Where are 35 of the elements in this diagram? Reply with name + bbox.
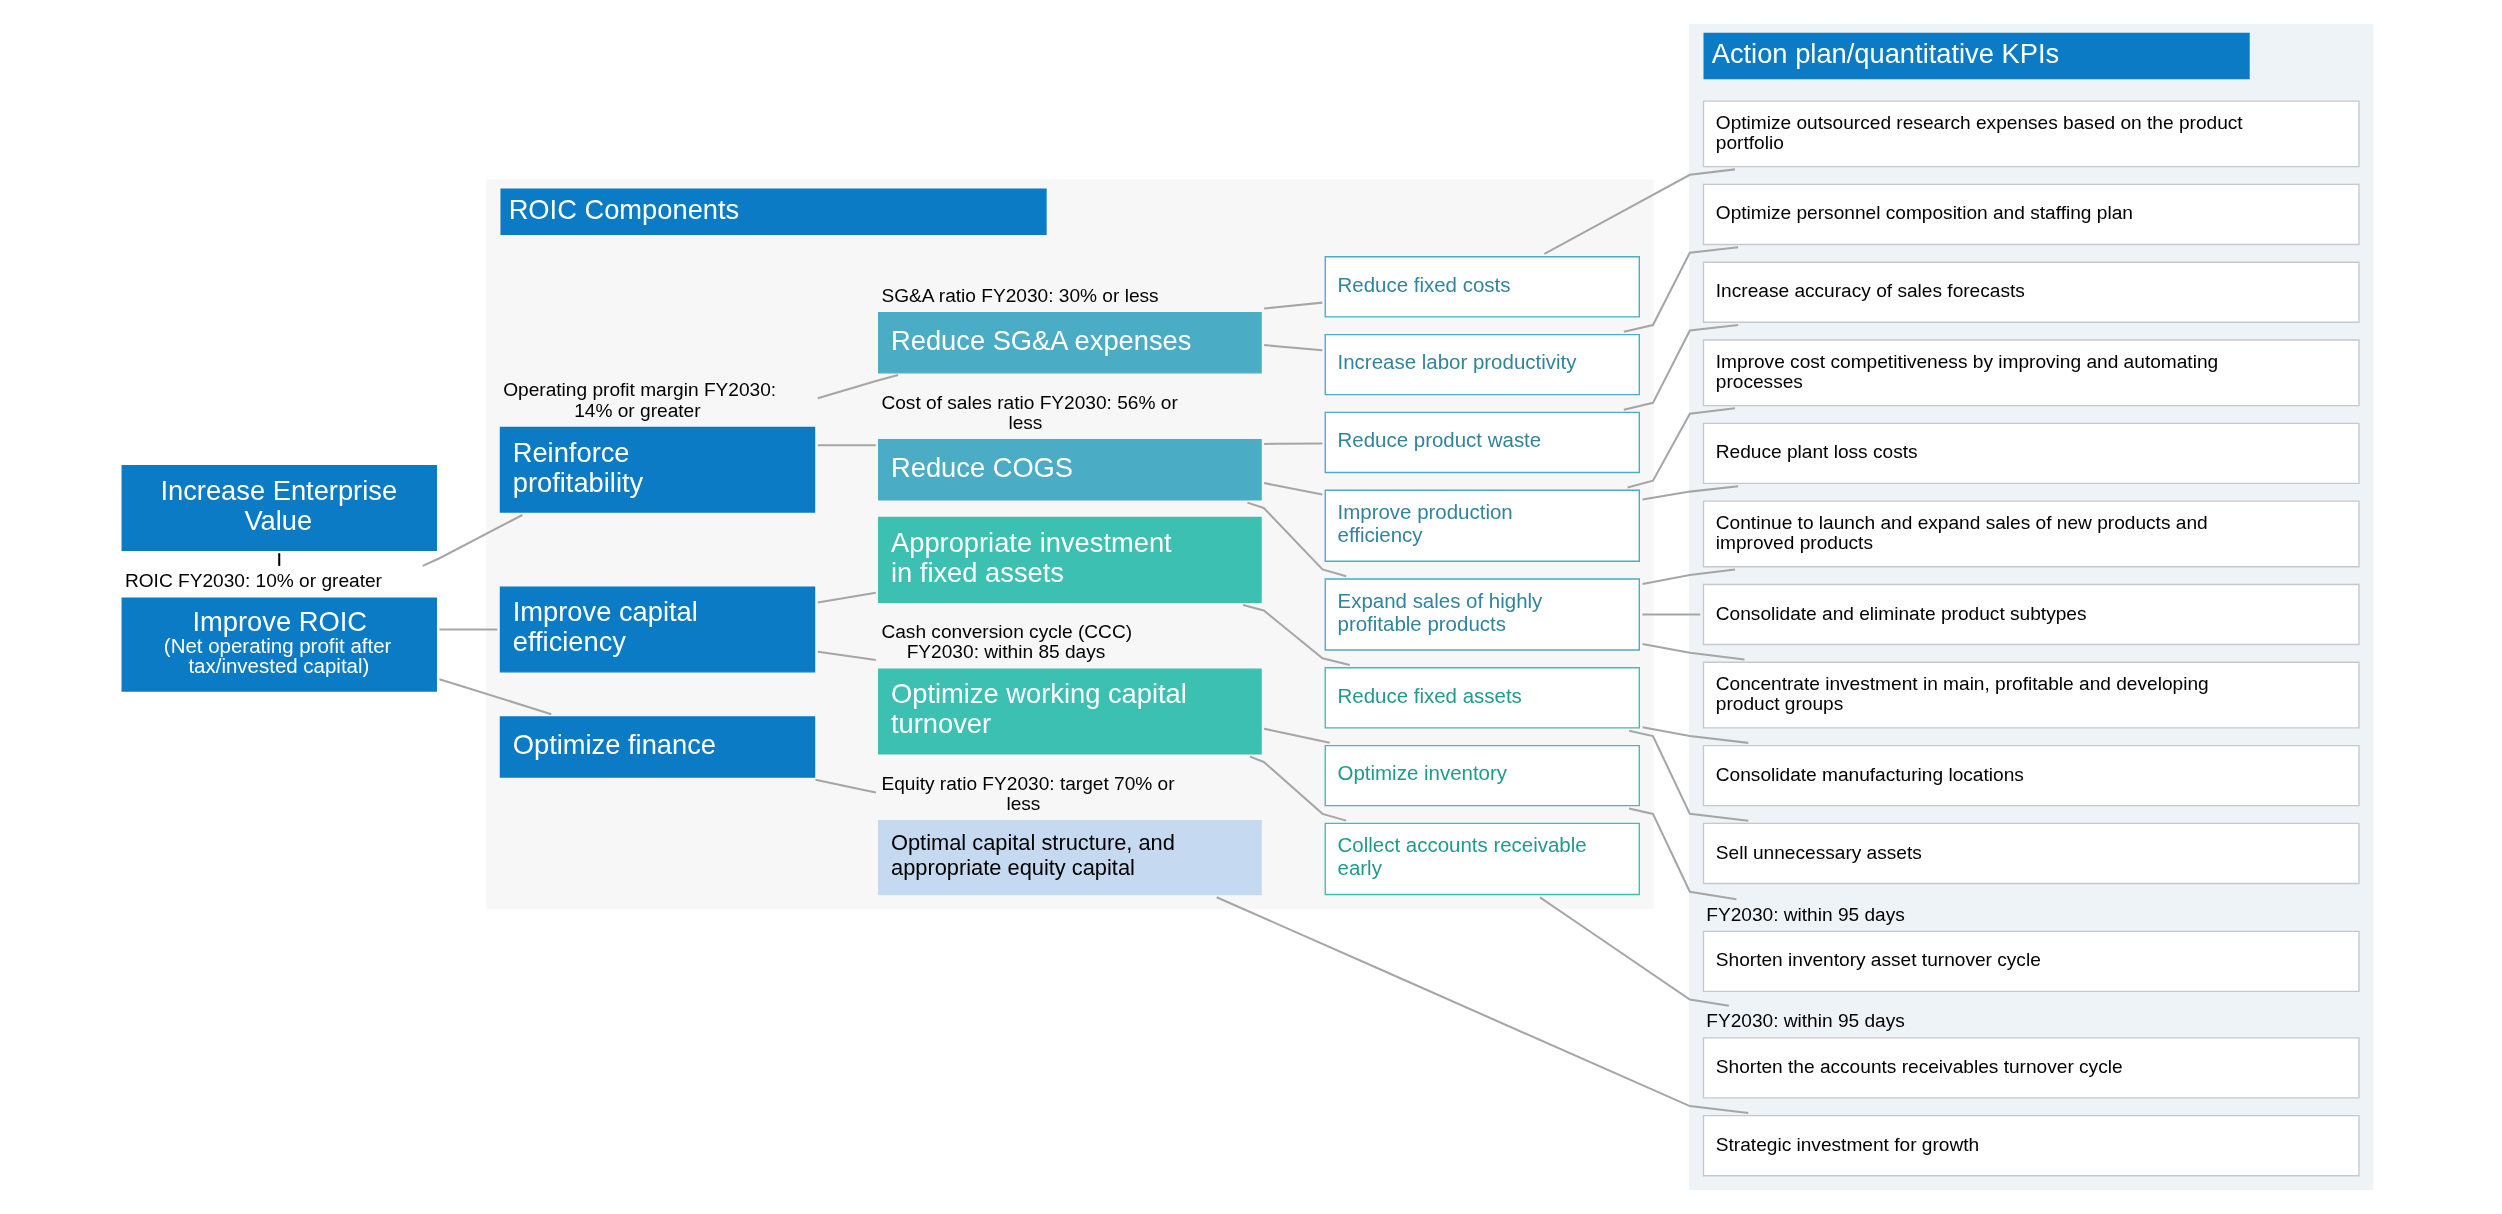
connector: [1641, 613, 1700, 616]
connector: [1263, 344, 1322, 352]
connector: [1263, 442, 1322, 445]
connector: [1628, 807, 1737, 901]
connector: [1263, 301, 1322, 310]
connector: [817, 444, 876, 447]
connector: [277, 553, 280, 566]
connector: [438, 678, 552, 716]
connector: [817, 650, 876, 661]
connector: [438, 628, 497, 631]
connector: [814, 778, 876, 794]
connector: [1628, 729, 1748, 822]
node-label: FY2030: within 95 days: [1705, 903, 1905, 925]
connector: [1538, 896, 1729, 1007]
connector: [1641, 726, 1748, 744]
connector: [1242, 604, 1350, 666]
connector: [1246, 501, 1346, 578]
node-label: Cost of sales ratio FY2030: 56% or less: [880, 391, 1178, 434]
connector: [1263, 482, 1323, 496]
node-label: SG&A ratio FY2030: 30% or less: [880, 285, 1159, 307]
connector: [421, 514, 523, 567]
connector: [817, 591, 876, 604]
connector: [1215, 896, 1748, 1114]
connector: [1623, 324, 1738, 411]
connector: [1249, 755, 1346, 822]
node-label: FY2030: within 95 days: [1705, 1010, 1905, 1032]
node-label: Cash conversion cycle (CCC) FY2030: within 85 days: [880, 621, 1132, 663]
connector: [1263, 727, 1330, 744]
node-label: ROIC FY2030: 10% or greater: [124, 570, 382, 592]
connector: [1641, 485, 1738, 501]
node-label: Equity ratio FY2030: target 70% or less: [880, 772, 1175, 815]
connector: [1641, 642, 1745, 661]
connector: [817, 373, 898, 400]
connector: [1623, 246, 1738, 333]
node-label: Operating profit margin FY2030: 14% or greater: [502, 379, 776, 421]
